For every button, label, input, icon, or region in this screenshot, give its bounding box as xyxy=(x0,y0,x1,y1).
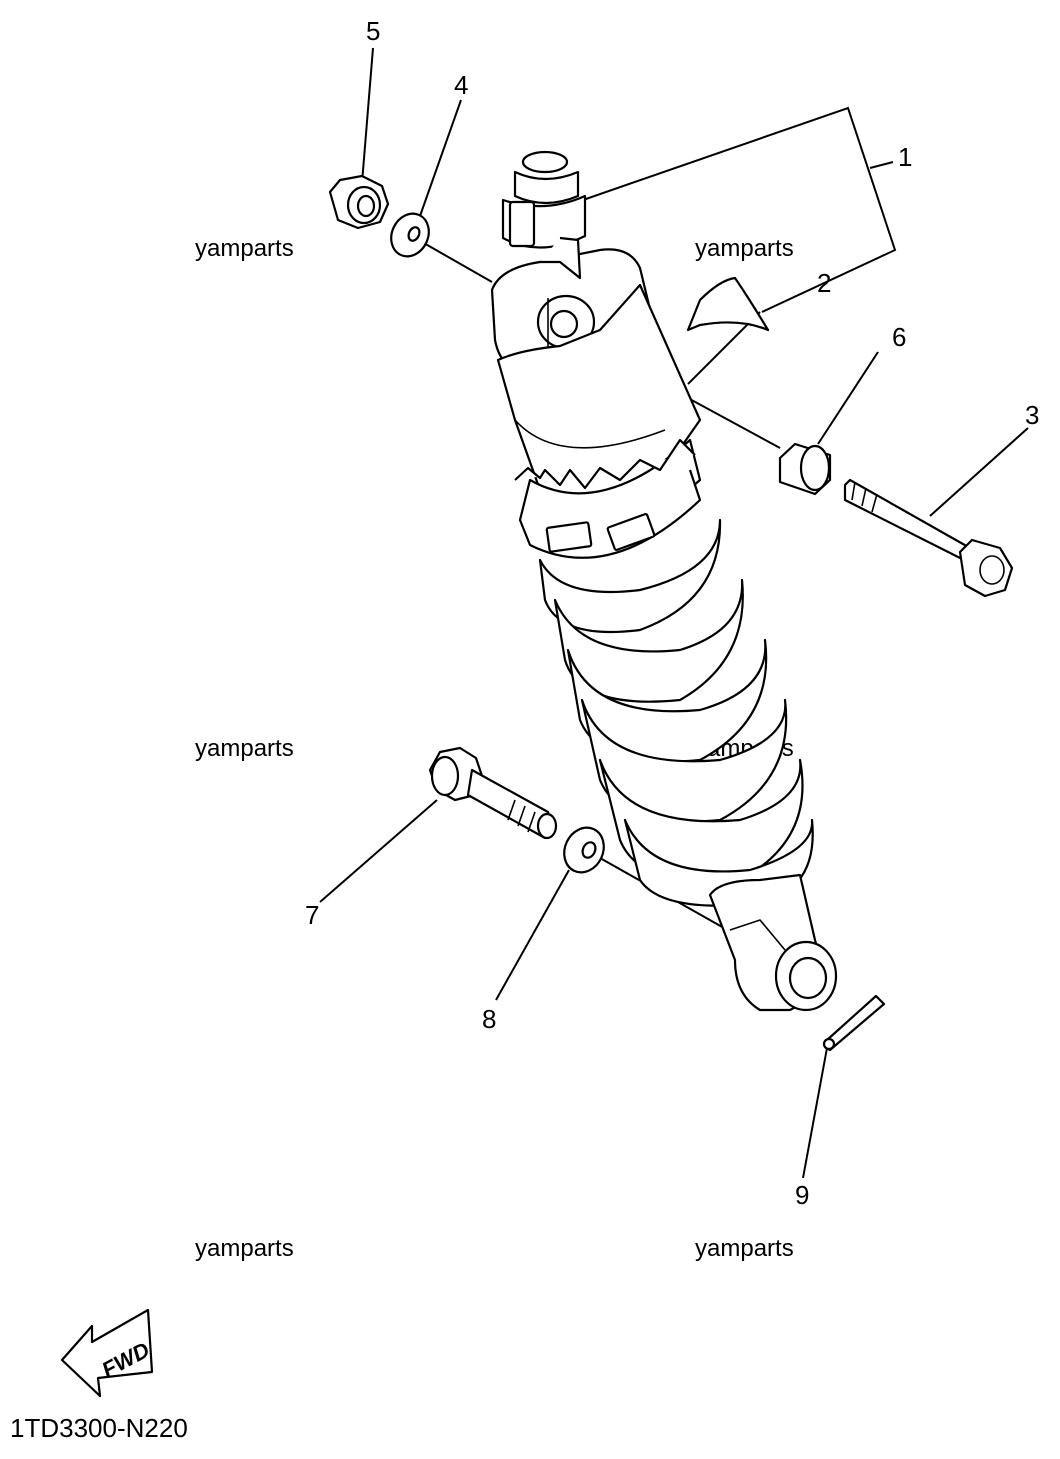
callout-3: 3 xyxy=(1025,400,1039,430)
callout-2: 2 xyxy=(817,268,831,298)
bolt-part-3 xyxy=(843,478,1014,598)
callout-9: 9 xyxy=(795,1180,809,1210)
watermark: yamparts xyxy=(195,735,294,762)
callout-7: 7 xyxy=(305,900,319,930)
nut-part-5 xyxy=(328,174,390,230)
callout-4: 4 xyxy=(454,70,468,100)
cover-part-2 xyxy=(686,276,770,332)
bolt-part-7 xyxy=(428,746,558,840)
forward-direction-arrow: FWD xyxy=(60,1308,154,1398)
callout-8: 8 xyxy=(482,1004,496,1034)
shock-lower-mount xyxy=(708,873,838,1012)
collar-part-6 xyxy=(778,442,832,496)
diagram-code: 1TD3300-N220 xyxy=(10,1413,188,1443)
shock-body xyxy=(496,283,702,559)
watermark: yamparts xyxy=(695,235,794,262)
washer-part-8 xyxy=(563,826,605,874)
watermark: yamparts xyxy=(195,235,294,262)
watermark: yamparts xyxy=(695,1235,794,1262)
shock-spring xyxy=(538,518,814,907)
washer-part-4 xyxy=(390,212,430,258)
callout-6: 6 xyxy=(892,322,906,352)
watermark: yamparts xyxy=(195,1235,294,1262)
callout-5: 5 xyxy=(366,16,380,46)
cotter-pin-part-9 xyxy=(822,994,886,1052)
callout-1: 1 xyxy=(898,142,912,172)
